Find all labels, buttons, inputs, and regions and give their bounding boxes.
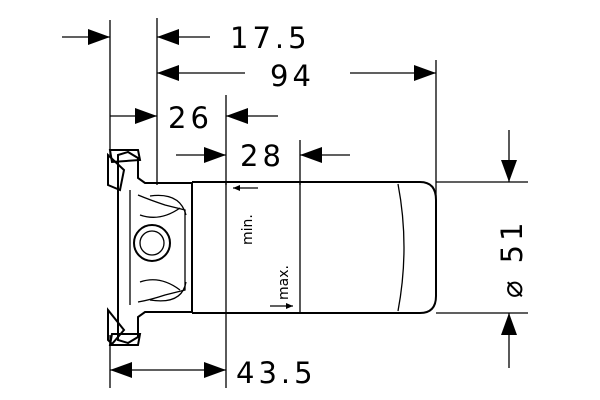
- dim-diameter-label: ⌀ 51: [495, 218, 529, 298]
- dim-94-label: 94: [270, 59, 315, 93]
- dim-17-5-label: 17.5: [230, 21, 311, 55]
- dim-26-label: 26: [168, 101, 213, 135]
- extension-lines: [109, 18, 528, 388]
- mounting-flange: [107, 149, 193, 346]
- valve-body: [192, 181, 437, 314]
- port-bore: [139, 230, 165, 256]
- min-label: min.: [240, 214, 256, 245]
- dimension-arrows: [62, 29, 517, 378]
- dim-28-label: 28: [240, 139, 285, 173]
- max-label: max.: [276, 265, 292, 300]
- dim-43-5-label: 43.5: [236, 356, 317, 390]
- port-ring: [133, 224, 171, 262]
- min-max-markers: [233, 185, 293, 309]
